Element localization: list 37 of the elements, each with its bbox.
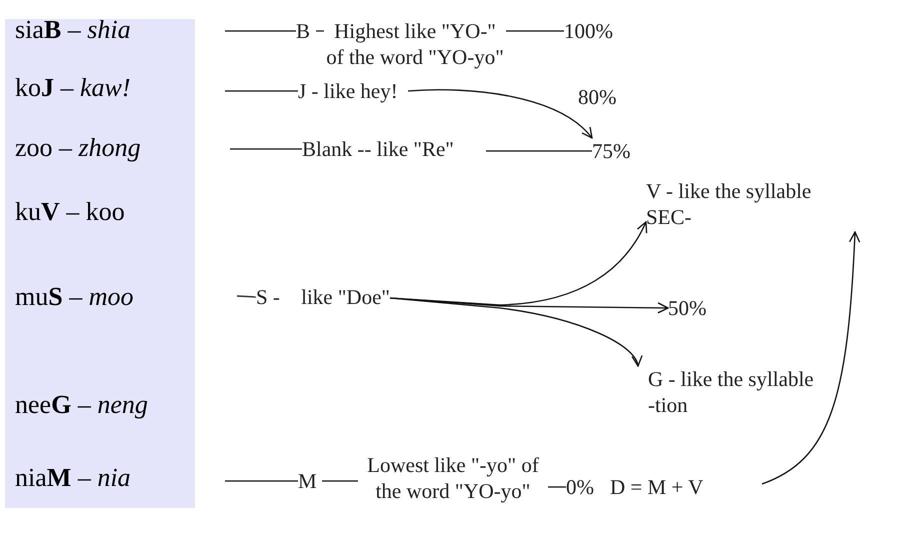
- note-text: B: [296, 18, 316, 44]
- syllable-label: koJ – kaw!: [15, 73, 131, 103]
- connector-line: [225, 30, 296, 32]
- connector-line: [225, 480, 298, 482]
- arrow: [408, 89, 593, 139]
- arrow: [390, 297, 641, 367]
- note-text: J - like hey!: [298, 78, 408, 104]
- arrow: [762, 231, 860, 485]
- syllable-label: niaM – nia: [15, 463, 131, 493]
- note-text: Blank -- like "Re": [302, 136, 486, 162]
- connector-line: [322, 480, 358, 482]
- note-text: Lowest like "-yo" of the word "YO-yo": [358, 452, 548, 504]
- connector-line: [230, 148, 302, 150]
- syllable-label: muS – moo: [15, 282, 134, 312]
- note-text: G - like the syllable -tion: [638, 366, 818, 420]
- note-text: 50%: [668, 295, 724, 321]
- syllable-label: neeG – neng: [15, 390, 148, 420]
- note-text: 0%: [566, 474, 602, 500]
- syllable-label: kuV – koo: [15, 197, 125, 227]
- connector-line: [548, 486, 566, 488]
- note-text: D = M + V: [610, 474, 762, 500]
- note-text: V - like the syllable SEC-: [646, 178, 861, 232]
- connector-line: [486, 150, 592, 152]
- syllable-label: siaB – shia: [15, 15, 131, 45]
- note-text: 100%: [564, 18, 626, 44]
- syllable-panel: [5, 19, 195, 508]
- note-text: S -: [256, 284, 280, 310]
- connector-line: [506, 30, 564, 32]
- note-text: 75%: [592, 138, 644, 164]
- connector-line: [236, 295, 256, 298]
- note-text: 80%: [578, 84, 628, 110]
- note-text: M: [298, 468, 322, 494]
- note-text: Highest like "YO-" of the word "YO-yo": [324, 18, 506, 70]
- syllable-label: zoo – zhong: [15, 133, 141, 163]
- connector-line: [225, 90, 298, 92]
- note-text: like "Doe": [301, 284, 390, 310]
- connector-line: [316, 30, 324, 32]
